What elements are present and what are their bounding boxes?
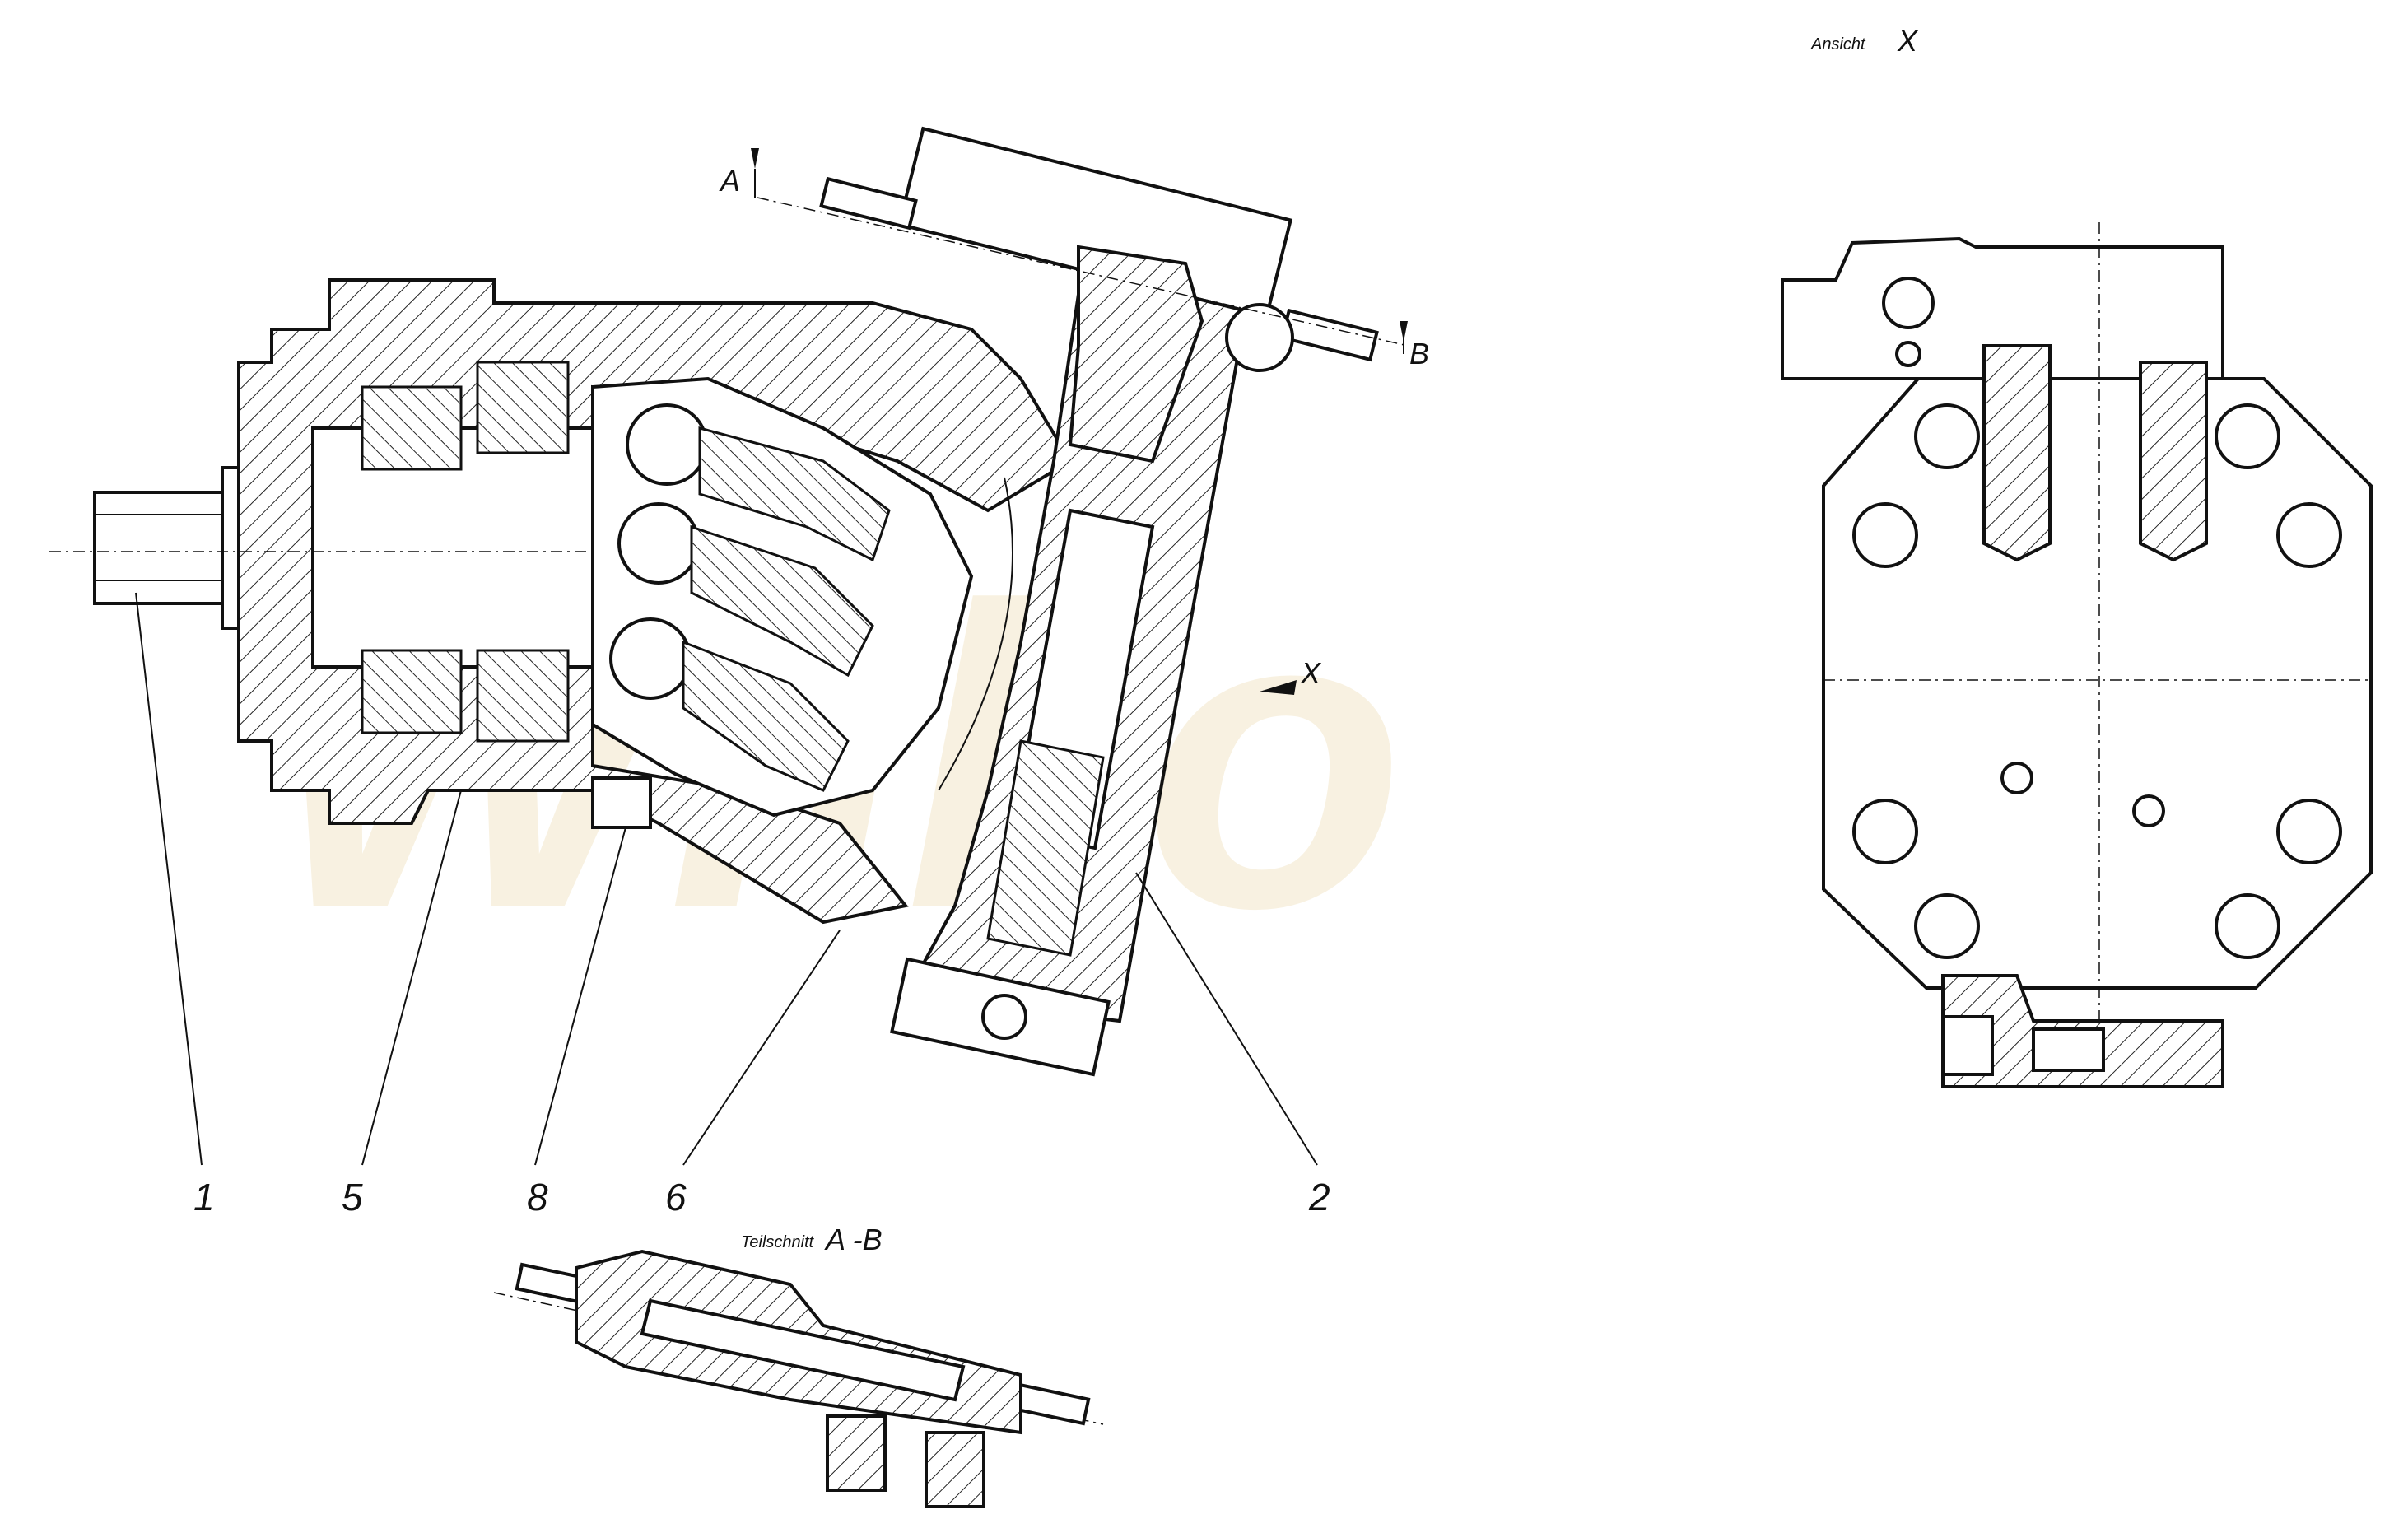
callout-2: 2	[1308, 1176, 1330, 1218]
marker-b: B	[1409, 337, 1429, 370]
drain-plug	[591, 776, 652, 829]
view-x-bolt-7	[1914, 893, 1980, 959]
view-x-bottom-spool	[2032, 1027, 2105, 1072]
piston-1	[698, 426, 891, 562]
view-x-port-1	[2000, 762, 2033, 794]
section-ab-label: Teilschnitt	[741, 1233, 815, 1251]
ab-spool	[640, 1298, 966, 1402]
view-x-bolt-1	[1914, 403, 1980, 469]
valve-stem-a	[819, 176, 918, 231]
view-x-letter: X	[1897, 24, 1919, 58]
piston-ball-1	[626, 403, 708, 486]
view-x-bolt-2	[2215, 403, 2280, 469]
view-x-bottom-plug	[1941, 1015, 1994, 1076]
ab-port-2	[925, 1431, 985, 1508]
ab-port-1	[826, 1414, 887, 1492]
view-x-cartridge-left	[1982, 344, 2052, 562]
ab-stem-right	[1008, 1382, 1091, 1426]
piston-ball-3	[609, 617, 692, 700]
view-x-cartridge-right	[2139, 361, 2208, 562]
bearing-front-2	[476, 361, 570, 454]
port-plate-arc	[938, 477, 1013, 791]
view-x-bolt-6	[2276, 799, 2342, 864]
piston-2	[690, 524, 874, 678]
control-piston	[986, 739, 1105, 957]
marker-x: X	[1300, 656, 1322, 690]
view-x-port-2	[2132, 794, 2165, 827]
section-markers: A B X	[719, 148, 1429, 695]
callout-1: 1	[193, 1176, 215, 1218]
callout-5: 5	[342, 1176, 363, 1218]
callout-leaders	[135, 592, 1318, 1166]
valve-stem-b	[1280, 308, 1379, 362]
view-x-bolt-5	[1852, 799, 1918, 864]
valve-port	[1225, 303, 1294, 372]
main-section-view	[49, 126, 1409, 1077]
view-x: Ansicht X	[1781, 24, 2373, 1088]
bearing-front	[361, 385, 463, 471]
marker-a-arrow	[751, 148, 759, 169]
piston-3	[682, 640, 850, 792]
valve-body	[1068, 245, 1204, 464]
view-x-flange	[1822, 377, 2373, 990]
view-x-top-port	[1882, 277, 1935, 329]
view-x-label: Ansicht	[1810, 35, 1866, 54]
marker-x-arrow	[1260, 680, 1297, 695]
bearing-rear-2	[476, 649, 570, 743]
drive-shaft	[93, 491, 236, 605]
callouts: 1 5 8 6 2	[193, 1176, 1330, 1218]
view-x-top-port-small	[1895, 341, 1921, 367]
piston-ball-2	[617, 502, 700, 585]
view-x-bolt-8	[2215, 893, 2280, 959]
callout-8: 8	[527, 1176, 548, 1218]
control-cap-bolt	[981, 994, 1027, 1040]
callout-6: 6	[665, 1176, 687, 1218]
bearing-rear	[361, 649, 463, 734]
view-x-bolt-4	[2276, 502, 2342, 568]
section-ab-letters: A -B	[824, 1223, 883, 1256]
view-x-bolt-3	[1852, 502, 1918, 568]
section-ab-view: Teilschnitt A -B	[493, 1223, 1104, 1508]
marker-a: A	[719, 164, 740, 198]
